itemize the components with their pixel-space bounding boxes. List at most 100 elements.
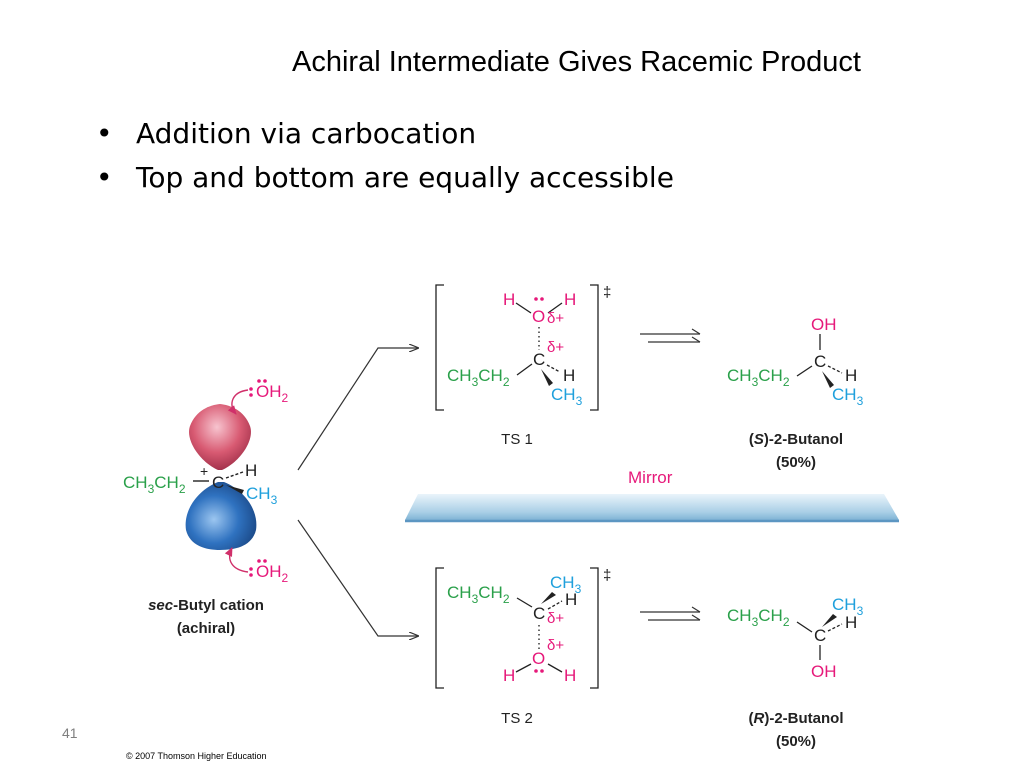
bullet-symbol: • bbox=[96, 117, 113, 150]
equilibrium-arrow-2 bbox=[640, 606, 701, 621]
transition-state-1: ‡ H H O δ+ δ+ C CH3CH2 H CH3 TS 1 bbox=[435, 284, 611, 448]
ts1-delta-c: δ+ bbox=[547, 339, 564, 356]
bullet-list: • Addition via carbocation • Top and botto… bbox=[96, 114, 674, 202]
s-percent: (50%) bbox=[776, 454, 816, 471]
s-name: (S)-2-Butanol bbox=[749, 431, 843, 448]
ts2-methyl: CH3 bbox=[550, 573, 582, 596]
lone-pair-dot bbox=[263, 559, 267, 563]
ts1-carbon: C bbox=[533, 350, 545, 369]
lone-pair-dot bbox=[534, 669, 538, 673]
ts1-dagger: ‡ bbox=[603, 284, 611, 301]
bond-dashed bbox=[547, 600, 563, 610]
s-ethyl: CH3CH2 bbox=[727, 366, 790, 389]
r-ethyl: CH3CH2 bbox=[727, 606, 790, 629]
arrow-to-ts2 bbox=[297, 519, 418, 636]
lone-pair-dot bbox=[249, 573, 253, 577]
s-oh: OH bbox=[811, 315, 837, 334]
r-hydrogen: H bbox=[845, 613, 857, 632]
copyright-notice: © 2007 Thomson Higher Education bbox=[126, 751, 267, 761]
bond bbox=[516, 597, 533, 608]
s-carbon: C bbox=[814, 352, 826, 371]
bond-dashed bbox=[546, 364, 561, 373]
cation-charge: + bbox=[200, 463, 208, 479]
cation-structure: CH3CH2 C + H CH3 OH2 OH2 sec-Butyl catio… bbox=[123, 379, 289, 637]
mirror-plane bbox=[405, 494, 899, 520]
curved-arrow-top bbox=[227, 389, 249, 415]
slide-number: 41 bbox=[62, 725, 78, 741]
cation-hydrogen: H bbox=[245, 461, 257, 480]
bond bbox=[796, 365, 813, 377]
lone-pair-dot bbox=[263, 379, 267, 383]
bond bbox=[796, 621, 813, 633]
bracket-left bbox=[435, 567, 444, 689]
bond-wedge bbox=[541, 369, 553, 386]
product-r-2-butanol: CH3 CH3CH2 H C OH (R)-2-Butanol (50%) bbox=[727, 595, 864, 750]
cation-carbon: C bbox=[212, 473, 224, 492]
bond-dashed bbox=[827, 623, 843, 632]
cation-methyl: CH3 bbox=[246, 484, 278, 507]
ts1-hydrogen: H bbox=[563, 366, 575, 385]
cation-name: sec-Butyl cation bbox=[148, 597, 264, 614]
bond bbox=[547, 302, 563, 314]
bracket-right bbox=[590, 567, 599, 689]
cation-bond-h-dashed bbox=[225, 471, 244, 479]
ts1-oxygen: O bbox=[532, 307, 545, 326]
bond-wedge bbox=[822, 371, 834, 388]
bond-wedge bbox=[822, 614, 837, 627]
lone-pair-dot bbox=[249, 387, 253, 391]
product-s-2-butanol: OH C CH3CH2 H CH3 (S)-2-Butanol (50%) bbox=[727, 315, 864, 471]
cation-subtitle: (achiral) bbox=[177, 620, 235, 637]
bullet-symbol: • bbox=[96, 161, 113, 194]
bullet-text: Top and bottom are equally accessible bbox=[136, 161, 674, 194]
bullet-item: • Addition via carbocation bbox=[96, 114, 674, 158]
bond bbox=[516, 363, 533, 376]
r-name: (R)-2-Butanol bbox=[748, 710, 843, 727]
bullet-item: • Top and bottom are equally accessible bbox=[96, 158, 674, 202]
lone-pair-dot bbox=[540, 297, 544, 301]
ts1-h-right: H bbox=[564, 290, 576, 309]
ts2-carbon: C bbox=[533, 604, 545, 623]
r-percent: (50%) bbox=[776, 733, 816, 750]
ts1-methyl: CH3 bbox=[551, 385, 583, 408]
bracket-left bbox=[435, 284, 444, 411]
ts2-delta-c: δ+ bbox=[547, 610, 564, 627]
ts2-label: TS 2 bbox=[501, 710, 533, 727]
cation-ethyl: CH3CH2 bbox=[123, 473, 186, 496]
ts1-h-left: H bbox=[503, 290, 515, 309]
arrow-to-ts1 bbox=[297, 348, 418, 471]
water-top: OH2 bbox=[256, 382, 289, 405]
ts1-ethyl: CH3CH2 bbox=[447, 366, 510, 389]
bond bbox=[515, 302, 532, 314]
mirror-label: Mirror bbox=[628, 468, 673, 487]
ts2-h-left: H bbox=[503, 666, 515, 685]
lone-pair-dot bbox=[540, 669, 544, 673]
curved-arrow-bottom bbox=[224, 547, 249, 573]
lone-pair-dot bbox=[257, 559, 261, 563]
bullet-text: Addition via carbocation bbox=[136, 117, 477, 150]
equilibrium-arrow-1 bbox=[640, 328, 701, 343]
bond bbox=[515, 663, 532, 673]
bond bbox=[547, 663, 563, 673]
lone-pair-dot bbox=[534, 297, 538, 301]
lone-pair-dot bbox=[249, 567, 253, 571]
ts2-hydrogen: H bbox=[565, 590, 577, 609]
bracket-right bbox=[590, 284, 599, 411]
lone-pair-dot bbox=[249, 393, 253, 397]
ts2-delta-o: δ+ bbox=[547, 637, 564, 654]
ts1-label: TS 1 bbox=[501, 431, 533, 448]
r-oh: OH bbox=[811, 662, 837, 681]
s-hydrogen: H bbox=[845, 366, 857, 385]
ts2-oxygen: O bbox=[532, 649, 545, 668]
bond-dashed bbox=[827, 365, 843, 374]
ts2-ethyl: CH3CH2 bbox=[447, 583, 510, 606]
r-carbon: C bbox=[814, 626, 826, 645]
r-methyl: CH3 bbox=[832, 595, 864, 618]
ts1-delta-o: δ+ bbox=[547, 310, 564, 327]
transition-state-2: ‡ CH3 CH3CH2 H C δ+ δ+ O H H TS 2 bbox=[435, 567, 611, 727]
water-bottom: OH2 bbox=[256, 562, 289, 585]
lone-pair-dot bbox=[257, 379, 261, 383]
bond-wedge bbox=[541, 592, 556, 604]
p-orbital-top-lobe bbox=[189, 404, 251, 470]
slide-title: Achiral Intermediate Gives Racemic Produ… bbox=[292, 46, 861, 78]
